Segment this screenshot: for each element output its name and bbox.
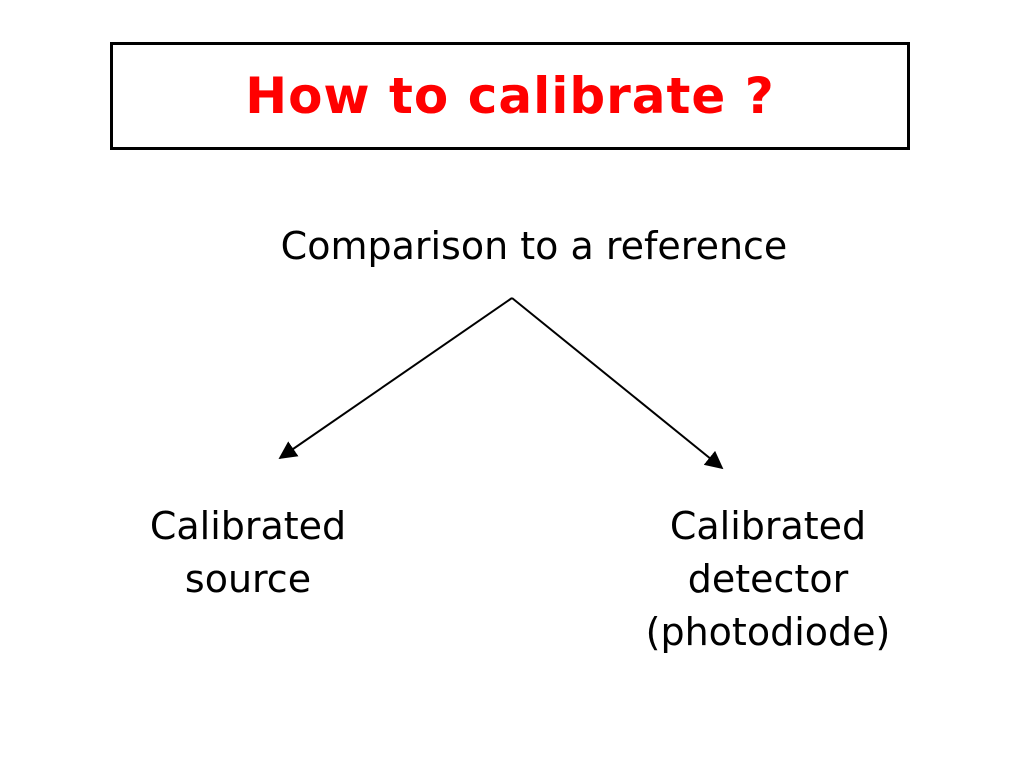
leaf-calibrated-detector: Calibrated detector (photodiode)	[608, 500, 928, 660]
root-node: Comparison to a reference	[280, 224, 788, 268]
leaf-right-line-2: detector	[687, 557, 849, 602]
leaf-left-line-1: Calibrated	[149, 504, 347, 548]
leaf-right-line-1: Calibrated	[669, 504, 867, 548]
leaf-left-line-2: source	[184, 557, 312, 602]
leaf-calibrated-source: Calibrated source	[110, 500, 386, 606]
arrow-right	[511, 297, 724, 470]
arrow-left	[278, 297, 513, 460]
title-box: How to calibrate ?	[110, 42, 910, 150]
leaf-right-line-3: (photodiode)	[645, 610, 891, 655]
slide-title: How to calibrate ?	[245, 67, 775, 125]
